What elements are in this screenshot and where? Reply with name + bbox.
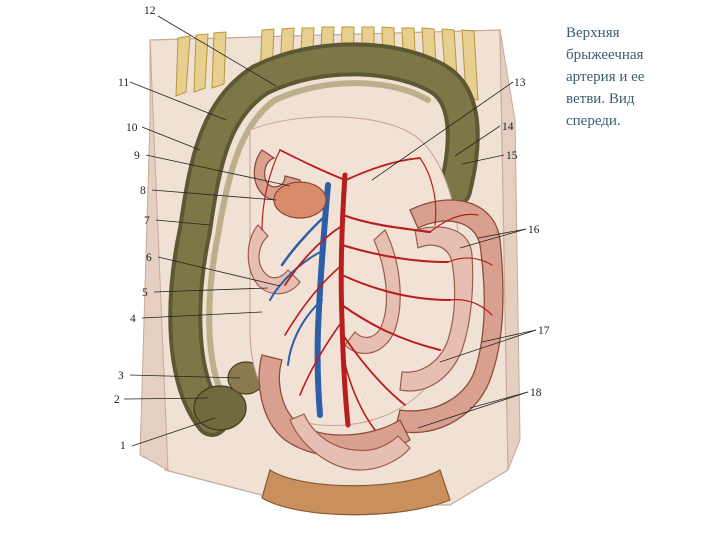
label-6: 6 (146, 252, 152, 264)
label-5: 5 (142, 287, 148, 299)
left-flank (139, 39, 169, 471)
label-10: 10 (126, 122, 138, 134)
figure-caption: Верхняя брыжеечная артерия и ее ветви. В… (566, 25, 645, 129)
label-2: 2 (114, 394, 120, 406)
label-13: 13 (514, 77, 526, 89)
label-15: 15 (506, 150, 518, 162)
right-flank (499, 29, 521, 471)
label-16: 16 (528, 224, 540, 236)
label-4: 4 (130, 313, 136, 325)
label-12: 12 (144, 5, 156, 17)
label-7: 7 (144, 215, 150, 227)
label-18: 18 (530, 387, 542, 399)
superior-mesenteric-vein (269, 182, 331, 418)
label-11: 11 (118, 77, 129, 89)
figure-labels: 1 2 3 4 5 6 7 8 9 10 11 12 13 14 15 16 1… (114, 5, 550, 452)
superior-mesenteric-artery (261, 149, 493, 431)
label-9: 9 (134, 150, 140, 162)
label-3: 3 (118, 370, 124, 382)
label-14: 14 (502, 121, 514, 133)
label-1: 1 (120, 440, 126, 452)
small-intestine (247, 149, 504, 471)
label-8: 8 (140, 185, 146, 197)
label-17: 17 (538, 325, 550, 337)
colon (168, 42, 480, 437)
leader-lines (123, 15, 537, 447)
pelvic-rim (261, 469, 451, 516)
pancreas-head (273, 181, 327, 219)
